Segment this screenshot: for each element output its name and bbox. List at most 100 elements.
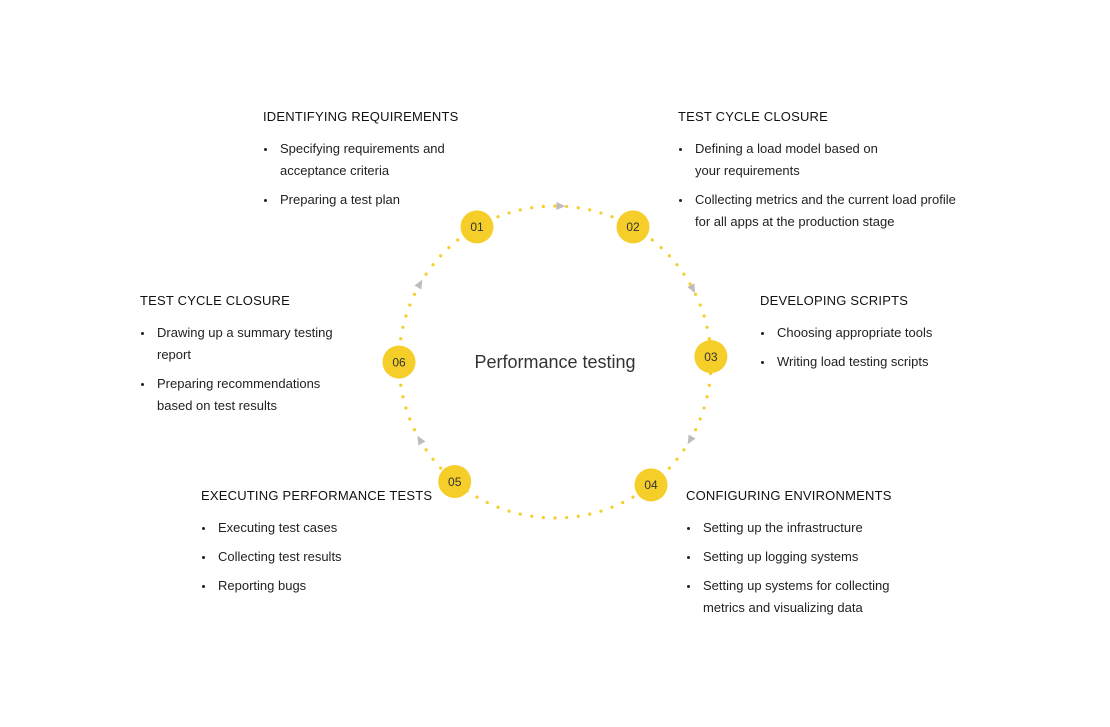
list-item: Executing test cases xyxy=(201,517,461,539)
list-item: Reporting bugs xyxy=(201,575,461,597)
ring-dot xyxy=(702,314,706,318)
list-item: Writing load testing scripts xyxy=(760,351,1020,373)
stage-01-identifying-requirements: IDENTIFYING REQUIREMENTS Specifying requ… xyxy=(263,109,493,218)
ring-dot xyxy=(424,448,428,452)
ring-dot xyxy=(667,254,671,258)
stage-title: EXECUTING PERFORMANCE TESTS xyxy=(201,488,433,503)
node-number-label: 01 xyxy=(470,220,484,234)
stage-node-05: 05 xyxy=(438,465,472,498)
ring-dot xyxy=(412,428,417,432)
stage-node-01: 01 xyxy=(460,210,494,244)
stage-bullet-list: Setting up the infrastructure Setting up… xyxy=(686,517,936,619)
ring-dot xyxy=(496,505,500,509)
ring-dot xyxy=(399,383,403,387)
list-item: Defining a load model based on your requ… xyxy=(678,138,895,182)
node-circle xyxy=(634,468,668,502)
ring-dot xyxy=(693,428,698,432)
ring-dot xyxy=(412,292,417,296)
ring-dot xyxy=(610,215,614,219)
ring-dot xyxy=(705,325,709,329)
stage-title: IDENTIFYING REQUIREMENTS xyxy=(263,109,459,124)
ring-dot xyxy=(667,466,671,470)
stage-node-06: 06 xyxy=(382,345,416,379)
ring-dot xyxy=(496,215,500,219)
node-circle xyxy=(694,340,728,374)
stage-bullet-list: Defining a load model based on your requ… xyxy=(678,138,968,233)
stage-node-03: 03 xyxy=(694,340,728,374)
ring-dot xyxy=(408,417,412,421)
direction-arrows xyxy=(414,201,696,446)
ring-dot xyxy=(693,292,698,296)
ring-dot xyxy=(698,417,702,421)
direction-arrow-icon xyxy=(556,201,566,210)
stage-03-developing-scripts: DEVELOPING SCRIPTS Choosing appropriate … xyxy=(760,293,1020,380)
ring-dot xyxy=(404,314,408,318)
ring-dot xyxy=(475,495,479,499)
stage-04-configuring-environments: CONFIGURING ENVIRONMENTS Setting up the … xyxy=(686,488,936,626)
ring-dot xyxy=(518,208,522,212)
list-item: Choosing appropriate tools xyxy=(760,322,1020,344)
ring-dot xyxy=(705,395,709,399)
direction-arrow-icon xyxy=(687,434,696,445)
ring-dot xyxy=(599,211,603,215)
ring-dot xyxy=(659,246,663,250)
ring-dot xyxy=(439,254,443,258)
stage-title: TEST CYCLE CLOSURE xyxy=(678,109,829,124)
ring-dot xyxy=(456,238,460,242)
ring-dot xyxy=(576,206,580,210)
direction-arrow-icon xyxy=(687,283,696,294)
ring-dot xyxy=(588,512,592,516)
center-title: Performance testing xyxy=(474,352,636,372)
stage-node-04: 04 xyxy=(634,468,668,502)
stage-02-test-cycle-closure: TEST CYCLE CLOSURE Defining a load model… xyxy=(678,109,968,240)
stage-title: TEST CYCLE CLOSURE xyxy=(140,293,291,308)
ring-dot xyxy=(688,282,692,286)
stage-06-test-cycle-closure: TEST CYCLE CLOSURE Drawing up a summary … xyxy=(140,293,350,424)
ring-dot xyxy=(610,505,614,509)
direction-arrow-icon xyxy=(414,279,423,290)
list-item: Collecting metrics and the current load … xyxy=(678,189,960,233)
list-item: Preparing recommendations based on test … xyxy=(140,373,347,417)
stage-title: CONFIGURING ENVIRONMENTS xyxy=(686,488,892,503)
node-number-label: 02 xyxy=(626,220,640,234)
ring-dot xyxy=(507,211,511,215)
ring-dot xyxy=(631,495,635,499)
list-item: Specifying requirements and acceptance c… xyxy=(263,138,493,182)
ring-dot xyxy=(431,457,435,461)
ring-dot xyxy=(431,263,435,267)
ring-dot xyxy=(541,515,545,520)
ring-dot xyxy=(682,448,686,452)
stage-bullet-list: Executing test cases Collecting test res… xyxy=(201,517,461,597)
ring-dot xyxy=(707,383,711,387)
stage-title: DEVELOPING SCRIPTS xyxy=(760,293,909,308)
ring-dot xyxy=(401,325,405,329)
node-number-label: 04 xyxy=(644,478,658,492)
stage-05-executing-performance-tests: EXECUTING PERFORMANCE TESTS Executing te… xyxy=(201,488,461,604)
ring-dot xyxy=(530,206,534,210)
ring-dot xyxy=(675,263,679,267)
stage-node-02: 02 xyxy=(616,210,650,244)
node-circle xyxy=(460,210,494,244)
node-circle xyxy=(382,345,416,379)
ring-dot xyxy=(565,515,569,520)
ring-dot xyxy=(399,337,403,341)
ring-dot xyxy=(439,466,443,470)
list-item: Setting up logging systems xyxy=(686,546,936,568)
ring-dot xyxy=(485,500,489,505)
ring-dot xyxy=(588,208,592,212)
ring-dot xyxy=(599,509,603,513)
ring-dot xyxy=(408,303,412,307)
list-item: Preparing a test plan xyxy=(263,189,493,211)
ring-dot xyxy=(507,509,511,513)
ring-dot xyxy=(576,514,580,518)
ring-dot xyxy=(682,272,686,276)
direction-arrow-icon xyxy=(417,435,426,446)
node-circle xyxy=(616,210,650,244)
node-circle xyxy=(438,465,472,498)
ring-dot xyxy=(565,204,569,209)
ring-dot xyxy=(702,406,706,410)
list-item: Drawing up a summary testing report xyxy=(140,322,347,366)
ring-dot xyxy=(698,303,702,307)
ring-dot xyxy=(621,500,625,505)
